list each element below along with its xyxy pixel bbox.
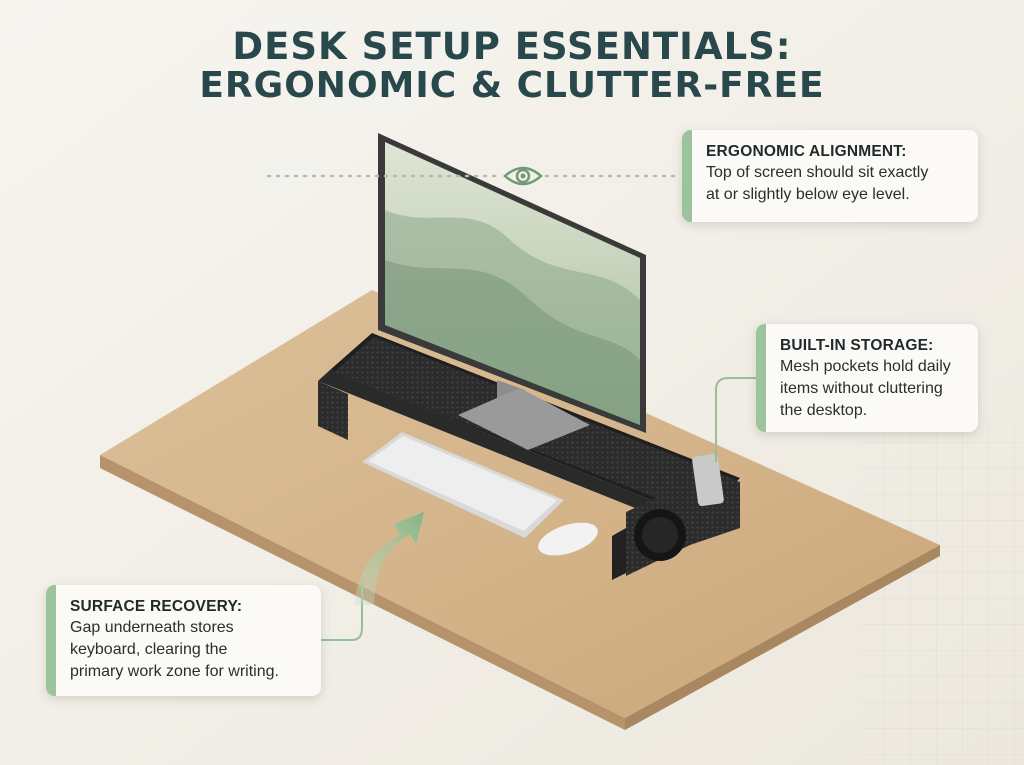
callout-text-line: keyboard, clearing the <box>70 641 228 658</box>
monitor <box>378 133 646 433</box>
monitor-stand <box>458 380 590 450</box>
page-title: DESK SETUP ESSENTIALS: <box>232 25 792 68</box>
callout-text-line: Gap underneath stores <box>70 619 234 636</box>
mouse <box>538 522 598 556</box>
callout-text-line: the desktop. <box>780 402 868 419</box>
eye-icon <box>503 166 543 186</box>
callout-built-in-storage: BUILT-IN STORAGE: Mesh pockets hold dail… <box>756 324 978 432</box>
callout-text-line: primary work zone for writing. <box>70 663 279 680</box>
callout-surface-recovery: SURFACE RECOVERY: Gap underneath stores … <box>46 585 321 696</box>
callout-text-line: Top of screen should sit exactly <box>706 164 929 181</box>
page-subtitle: ERGONOMIC & CLUTTER-FREE <box>199 65 825 106</box>
storage-connector <box>715 377 756 462</box>
callout-heading: ERGONOMIC ALIGNMENT: <box>706 143 907 160</box>
curved-arrow-icon <box>354 512 424 605</box>
callout-text-line: items without cluttering <box>780 380 943 397</box>
surface-connector <box>321 580 363 641</box>
keyboard <box>362 432 564 538</box>
callout-heading: SURFACE RECOVERY: <box>70 598 243 615</box>
callout-text-line: Mesh pockets hold daily <box>780 358 951 375</box>
callout-heading: BUILT-IN STORAGE: <box>780 337 934 354</box>
callout-ergonomic-alignment: ERGONOMIC ALIGNMENT: Top of screen shoul… <box>682 130 978 222</box>
callout-text-line: at or slightly below eye level. <box>706 186 910 203</box>
